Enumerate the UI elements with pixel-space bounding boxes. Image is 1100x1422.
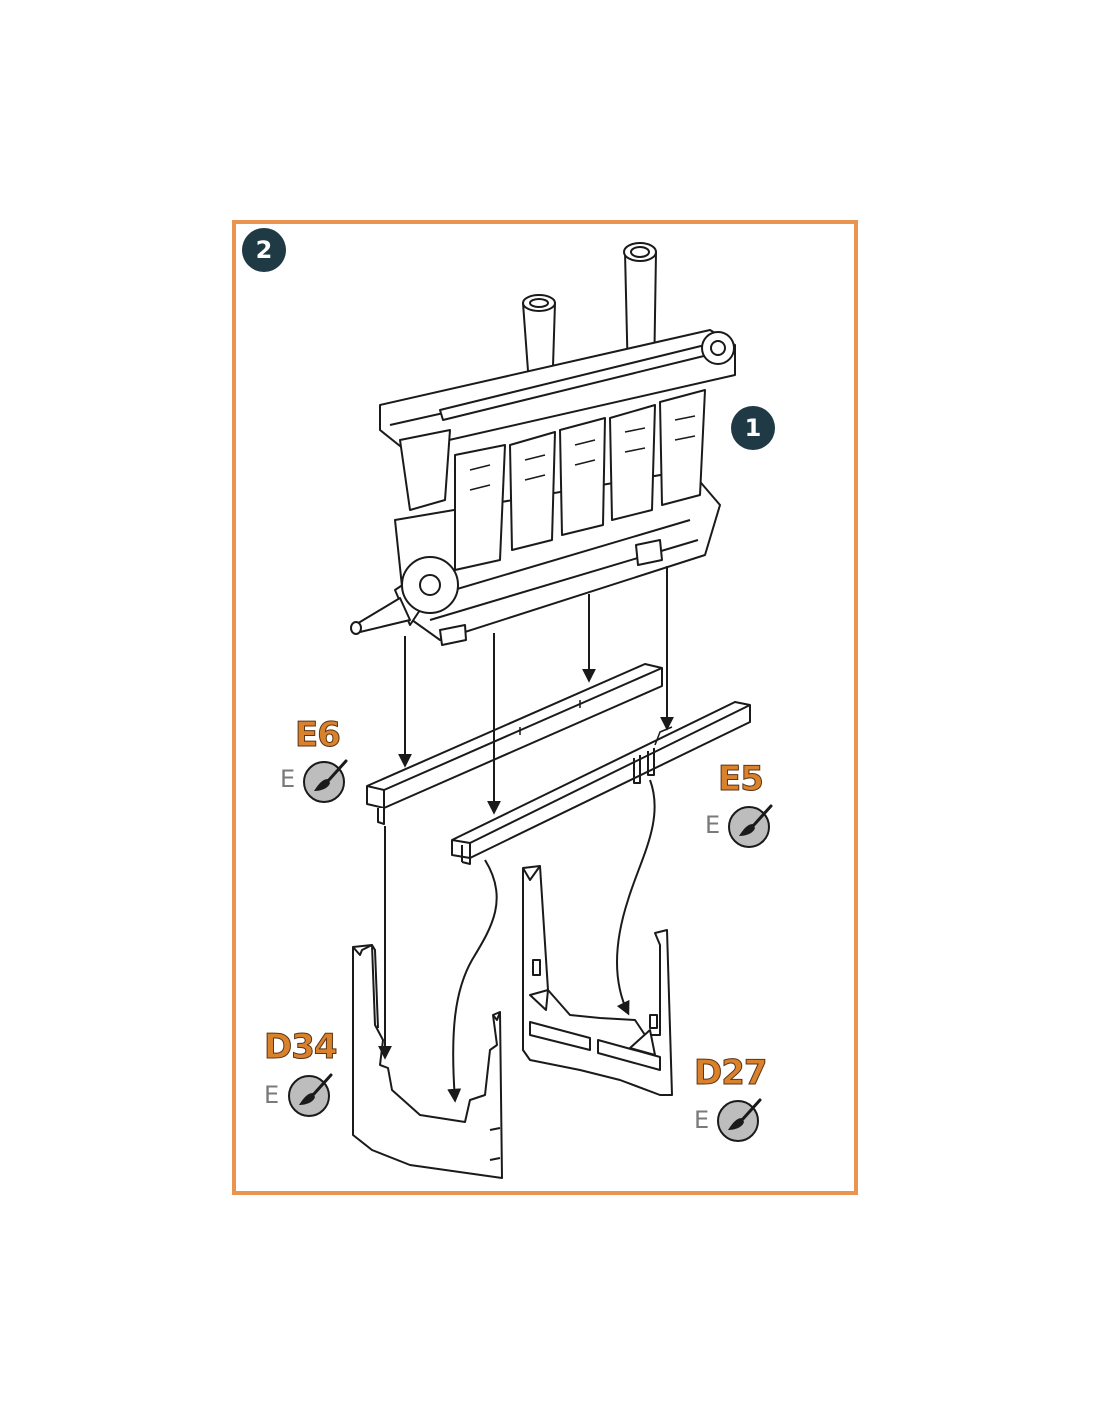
beam-e6-part xyxy=(366,663,663,825)
part-label-d27: D27 xyxy=(694,1053,769,1093)
beam-e5-part xyxy=(451,701,751,865)
part-label-e6: E6 xyxy=(295,715,342,755)
finish-label-e6: E xyxy=(280,765,296,793)
step-number-badge: 2 xyxy=(242,228,286,272)
engine-assembly xyxy=(350,242,736,646)
step-number: 2 xyxy=(255,236,273,264)
finish-label-e5: E xyxy=(705,811,721,839)
assembly-arrows xyxy=(378,566,674,1103)
paintbrush-icon xyxy=(728,804,773,848)
part-label-e5: E5 xyxy=(718,759,765,799)
step-frame xyxy=(232,220,858,1195)
frame-d34-part xyxy=(352,944,503,1179)
subassembly-badge: 1 xyxy=(731,406,775,450)
subassembly-number: 1 xyxy=(744,414,762,442)
finish-label-d34: E xyxy=(264,1081,280,1109)
paintbrush-icon xyxy=(717,1098,762,1142)
paintbrush-icon xyxy=(303,759,348,803)
frame-d27-part xyxy=(522,865,673,1096)
paintbrush-icon xyxy=(288,1073,333,1117)
finish-label-d27: E xyxy=(694,1106,710,1134)
part-label-d34: D34 xyxy=(264,1027,339,1067)
